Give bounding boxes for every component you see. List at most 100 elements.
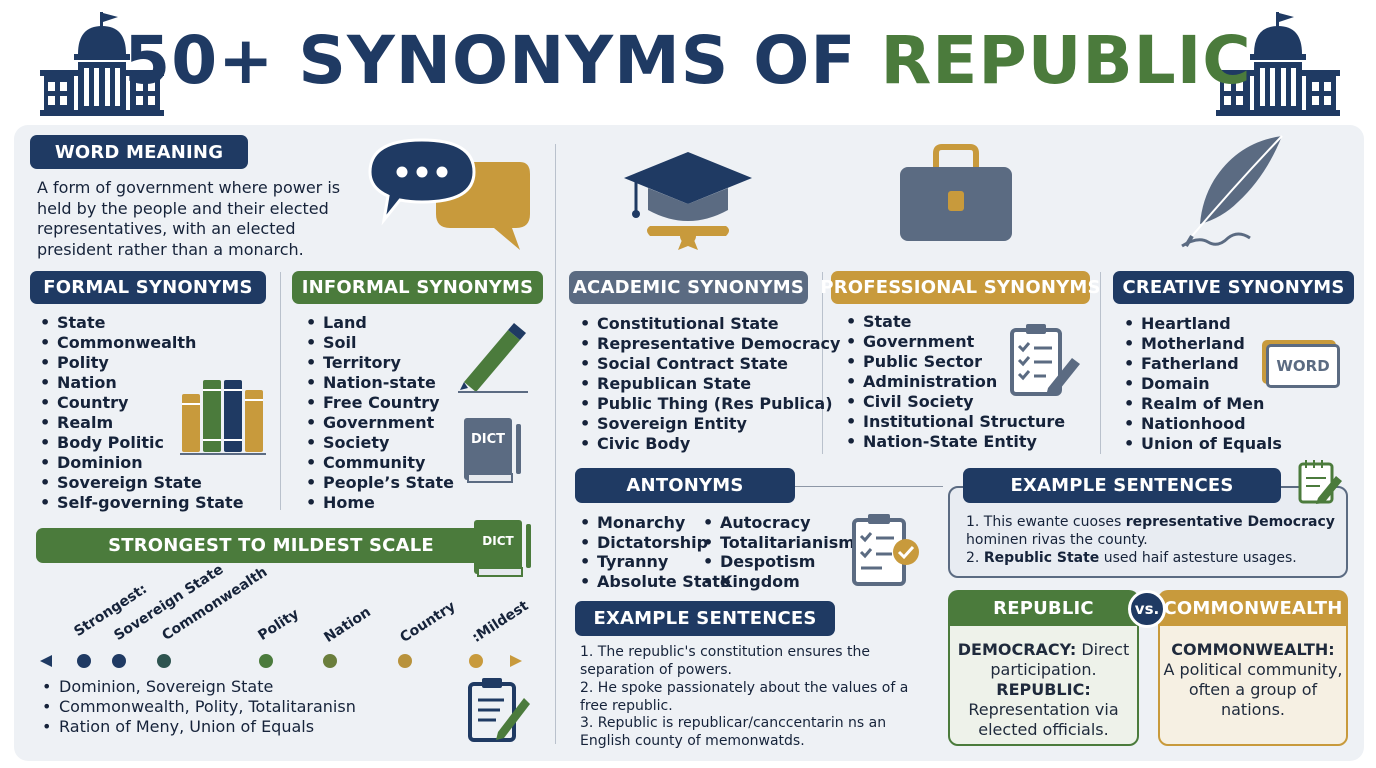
list-item: Public Thing (Res Publica) bbox=[580, 394, 840, 414]
scale-heading: STRONGEST TO MILDEST SCALE bbox=[36, 528, 506, 563]
list-item: Country bbox=[40, 393, 244, 413]
antonyms-heading: ANTONYMS bbox=[575, 468, 795, 503]
list-item: Nation-State Entity bbox=[846, 432, 1065, 452]
title-main: 50+ SYNONYMS OF bbox=[124, 22, 857, 99]
list-item: State bbox=[40, 313, 244, 333]
antonyms-list-2: Autocracy Totalitarianism Despotism King… bbox=[703, 513, 855, 591]
list-item: Autocracy bbox=[703, 513, 855, 533]
list-item: Union of Equals bbox=[1124, 434, 1282, 454]
example-text: 1. This ewante cuoses bbox=[966, 514, 1126, 530]
professional-synonyms-heading: PROFESSIONAL SYNONYMS bbox=[820, 271, 1100, 304]
list-item: Despotism bbox=[703, 552, 855, 572]
clipboard-check-icon bbox=[852, 514, 919, 586]
list-item: Realm bbox=[40, 413, 244, 433]
creative-synonyms-heading: CREATIVE SYNONYMS bbox=[1113, 271, 1354, 304]
informal-synonyms-heading: INFORMAL SYNONYMS bbox=[292, 271, 543, 304]
list-item: Home bbox=[306, 493, 454, 513]
example-sentence-2: 2. Republic State used haif astesture us… bbox=[966, 550, 1338, 568]
list-item: People’s State bbox=[306, 473, 454, 493]
formal-synonyms-list: State Commonwealth Polity Nation Country… bbox=[40, 313, 244, 513]
list-item: Community bbox=[306, 453, 454, 473]
divider bbox=[1100, 272, 1101, 454]
page-title: 50+ SYNONYMS OF REPUBLIC bbox=[0, 16, 1376, 106]
title-accent: REPUBLIC bbox=[880, 22, 1252, 99]
example-sentence-1: 1. This ewante cuoses representative Dem… bbox=[966, 514, 1338, 549]
academic-synonyms-heading: ACADEMIC SYNONYMS bbox=[569, 271, 808, 304]
commonwealth-definition: A political community, often a group of … bbox=[1163, 660, 1343, 719]
list-item: Tyranny bbox=[580, 552, 731, 572]
example-emphasis: Republic State bbox=[983, 550, 1100, 566]
dictionary-book-icon: DICT bbox=[464, 418, 522, 484]
list-item: Dominion bbox=[40, 453, 244, 473]
list-item: Civil Society bbox=[846, 392, 1065, 412]
list-item: Representative Democracy bbox=[580, 334, 840, 354]
word-meaning-text: A form of government where power is held… bbox=[37, 178, 341, 259]
list-item: Commonwealth, Polity, Totalitaranisn bbox=[42, 697, 356, 717]
creative-synonyms-list: Heartland Motherland Fatherland Domain R… bbox=[1124, 314, 1282, 454]
list-item: Kingdom bbox=[703, 572, 855, 592]
pencil-icon bbox=[458, 323, 528, 393]
list-item: Sovereign State bbox=[40, 473, 244, 493]
list-item: Commonwealth bbox=[40, 333, 244, 353]
graduation-cap-icon bbox=[624, 152, 752, 250]
list-item: Soil bbox=[306, 333, 454, 353]
example-sentence: 3. Republic is republicar/canccentarin n… bbox=[580, 715, 887, 749]
clipboard-pencil-icon bbox=[468, 678, 530, 742]
scale-list: Dominion, Sovereign State Commonwealth, … bbox=[42, 677, 356, 737]
speech-bubbles-icon bbox=[368, 138, 530, 250]
list-item: Society bbox=[306, 433, 454, 453]
list-item: Realm of Men bbox=[1124, 394, 1282, 414]
list-item: Totalitarianism bbox=[703, 533, 855, 553]
notepad-pencil-icon bbox=[1298, 460, 1342, 504]
list-item: Dictatorship bbox=[580, 533, 731, 553]
list-item: Monarchy bbox=[580, 513, 731, 533]
header bbox=[0, 0, 1376, 118]
divider bbox=[795, 486, 943, 487]
informal-synonyms-list: Land Soil Territory Nation-state Free Co… bbox=[306, 313, 454, 513]
example-text: hominen rivas the county. bbox=[966, 531, 1148, 548]
scale-axis bbox=[40, 654, 522, 668]
divider bbox=[555, 144, 556, 744]
vs-badge: vs. bbox=[1128, 590, 1166, 628]
list-item: Ration of Meny, Union of Equals bbox=[42, 717, 356, 737]
divider bbox=[280, 272, 281, 510]
capitol-building-icon bbox=[1216, 12, 1340, 116]
republic-definition: Representation via elected officials. bbox=[968, 700, 1119, 739]
list-item: Self-governing State bbox=[40, 493, 244, 513]
list-item: State bbox=[846, 312, 1065, 332]
list-item: Civic Body bbox=[580, 434, 840, 454]
list-item: Dominion, Sovereign State bbox=[42, 677, 356, 697]
list-item: Social Contract State bbox=[580, 354, 840, 374]
list-item: Government bbox=[306, 413, 454, 433]
list-item: Institutional Structure bbox=[846, 412, 1065, 432]
republic-card bbox=[948, 604, 1139, 746]
list-item: Nation-state bbox=[306, 373, 454, 393]
books-icon bbox=[180, 380, 266, 455]
list-item: Constitutional State bbox=[580, 314, 840, 334]
example-text: 2. bbox=[966, 550, 984, 566]
list-item: Public Sector bbox=[846, 352, 1065, 372]
examples-left-heading: EXAMPLE SENTENCES bbox=[575, 601, 835, 636]
dict-label: DICT bbox=[470, 432, 506, 447]
democracy-definition: Direct participation. bbox=[990, 640, 1130, 679]
example-text: used haif astesture usages. bbox=[1099, 550, 1297, 566]
list-item: Absolute State bbox=[580, 572, 731, 592]
republic-description: DEMOCRACY: Direct participation. REPUBLI… bbox=[952, 640, 1135, 740]
list-item: Government bbox=[846, 332, 1065, 352]
list-item: Free Country bbox=[306, 393, 454, 413]
examples-right-heading: EXAMPLE SENTENCES bbox=[963, 468, 1281, 503]
quill-feather-icon bbox=[1181, 135, 1283, 248]
list-item: Motherland bbox=[1124, 334, 1282, 354]
commonwealth-heading: COMMONWEALTH bbox=[1158, 590, 1348, 626]
list-item: Nation bbox=[40, 373, 244, 393]
list-item: Fatherland bbox=[1124, 354, 1282, 374]
commonwealth-description: COMMONWEALTH: A political community, oft… bbox=[1162, 640, 1344, 720]
word-card-icon: WORD bbox=[1266, 344, 1340, 388]
formal-synonyms-heading: FORMAL SYNONYMS bbox=[30, 271, 266, 304]
example-sentence: 2. He spoke passionately about the value… bbox=[580, 680, 909, 714]
list-item: Republican State bbox=[580, 374, 840, 394]
capitol-building-icon bbox=[40, 12, 164, 116]
list-item: Polity bbox=[40, 353, 244, 373]
republic-heading: REPUBLIC bbox=[948, 590, 1139, 626]
antonyms-list-1: Monarchy Dictatorship Tyranny Absolute S… bbox=[580, 513, 731, 591]
